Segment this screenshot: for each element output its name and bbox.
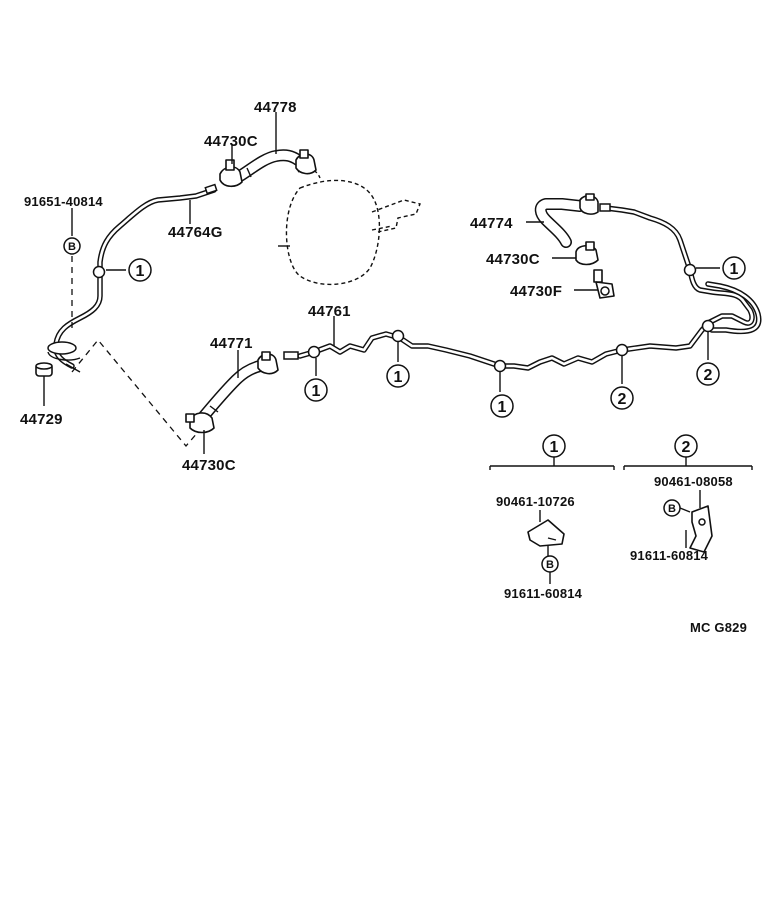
label-91651-40814: 91651-40814 (24, 194, 103, 209)
svg-text:1: 1 (136, 263, 145, 280)
ref-marker-1: 1 (386, 364, 410, 388)
svg-text:B: B (546, 559, 554, 571)
clamp-44729 (35, 341, 81, 377)
brake-booster-outline (278, 167, 421, 286)
svg-text:1: 1 (498, 399, 507, 416)
svg-text:1: 1 (730, 261, 739, 278)
clip-90461-10726 (527, 519, 565, 547)
detail-box-2: 2 90461-08058 B 91611-60814 (623, 434, 753, 563)
label-44774: 44774 (470, 215, 513, 232)
clamp-44730c-bottom (185, 412, 215, 434)
tube-clip-points (92, 263, 715, 373)
ref-marker-1: 1 (722, 256, 746, 280)
label-44761: 44761 (308, 303, 351, 320)
label-44730c-bottom: 44730C (182, 457, 236, 474)
detail-box-1: 1 90461-10726 B 91611-60814 (489, 434, 615, 601)
clamp-44774-top (579, 193, 599, 215)
ref-marker-1: 1 (128, 258, 152, 282)
dashed-leader-lines (71, 256, 199, 448)
label-44730c-right: 44730C (486, 251, 540, 268)
hose-44771 (198, 360, 266, 422)
clamp-44730c-right (575, 241, 599, 266)
hose-44778 (234, 149, 304, 182)
svg-text:B: B (68, 241, 76, 253)
clamp-hose-44771-top (257, 351, 279, 375)
label-44771: 44771 (210, 335, 253, 352)
svg-text:1: 1 (312, 383, 321, 400)
label-90461-10726: 90461-10726 (496, 494, 575, 509)
svg-text:B: B (668, 503, 676, 515)
label-44778: 44778 (254, 99, 297, 116)
label-44730c-top: 44730C (204, 133, 258, 150)
label-44764g: 44764G (168, 224, 223, 241)
svg-text:1: 1 (550, 439, 559, 456)
label-91611-60814-detail-1: 91611-60814 (504, 586, 583, 601)
label-91611-60814-detail-2: 91611-60814 (630, 548, 709, 563)
clamp-top-right (295, 149, 317, 175)
ref-marker-1: 1 (304, 378, 328, 402)
part-labels: 44778 44730C 91651-40814 44764G 44774 44… (20, 99, 562, 474)
svg-text:2: 2 (618, 391, 627, 408)
hose-44774 (534, 198, 586, 248)
label-44729: 44729 (20, 411, 63, 428)
figure-code: MC G829 (690, 620, 747, 635)
ref-marker-2: 2 (696, 362, 720, 386)
vacuum-tube-44761 (283, 203, 762, 371)
svg-text:1: 1 (394, 369, 403, 386)
check-valve-44730f (593, 269, 615, 299)
ref-marker-1: 1 (490, 394, 514, 418)
svg-text:2: 2 (682, 439, 691, 456)
label-90461-08058: 90461-08058 (654, 474, 733, 489)
bolt-marker-left: B (63, 237, 81, 255)
clamp-44730c-top (219, 159, 243, 188)
clip-90461-08058 (689, 505, 713, 553)
svg-text:2: 2 (704, 367, 713, 384)
ref-marker-2: 2 (610, 386, 634, 410)
leader-lines (43, 112, 720, 454)
reference-markers: 1 1 1 1 2 2 1 B (63, 237, 746, 418)
label-44730f: 44730F (510, 283, 562, 300)
